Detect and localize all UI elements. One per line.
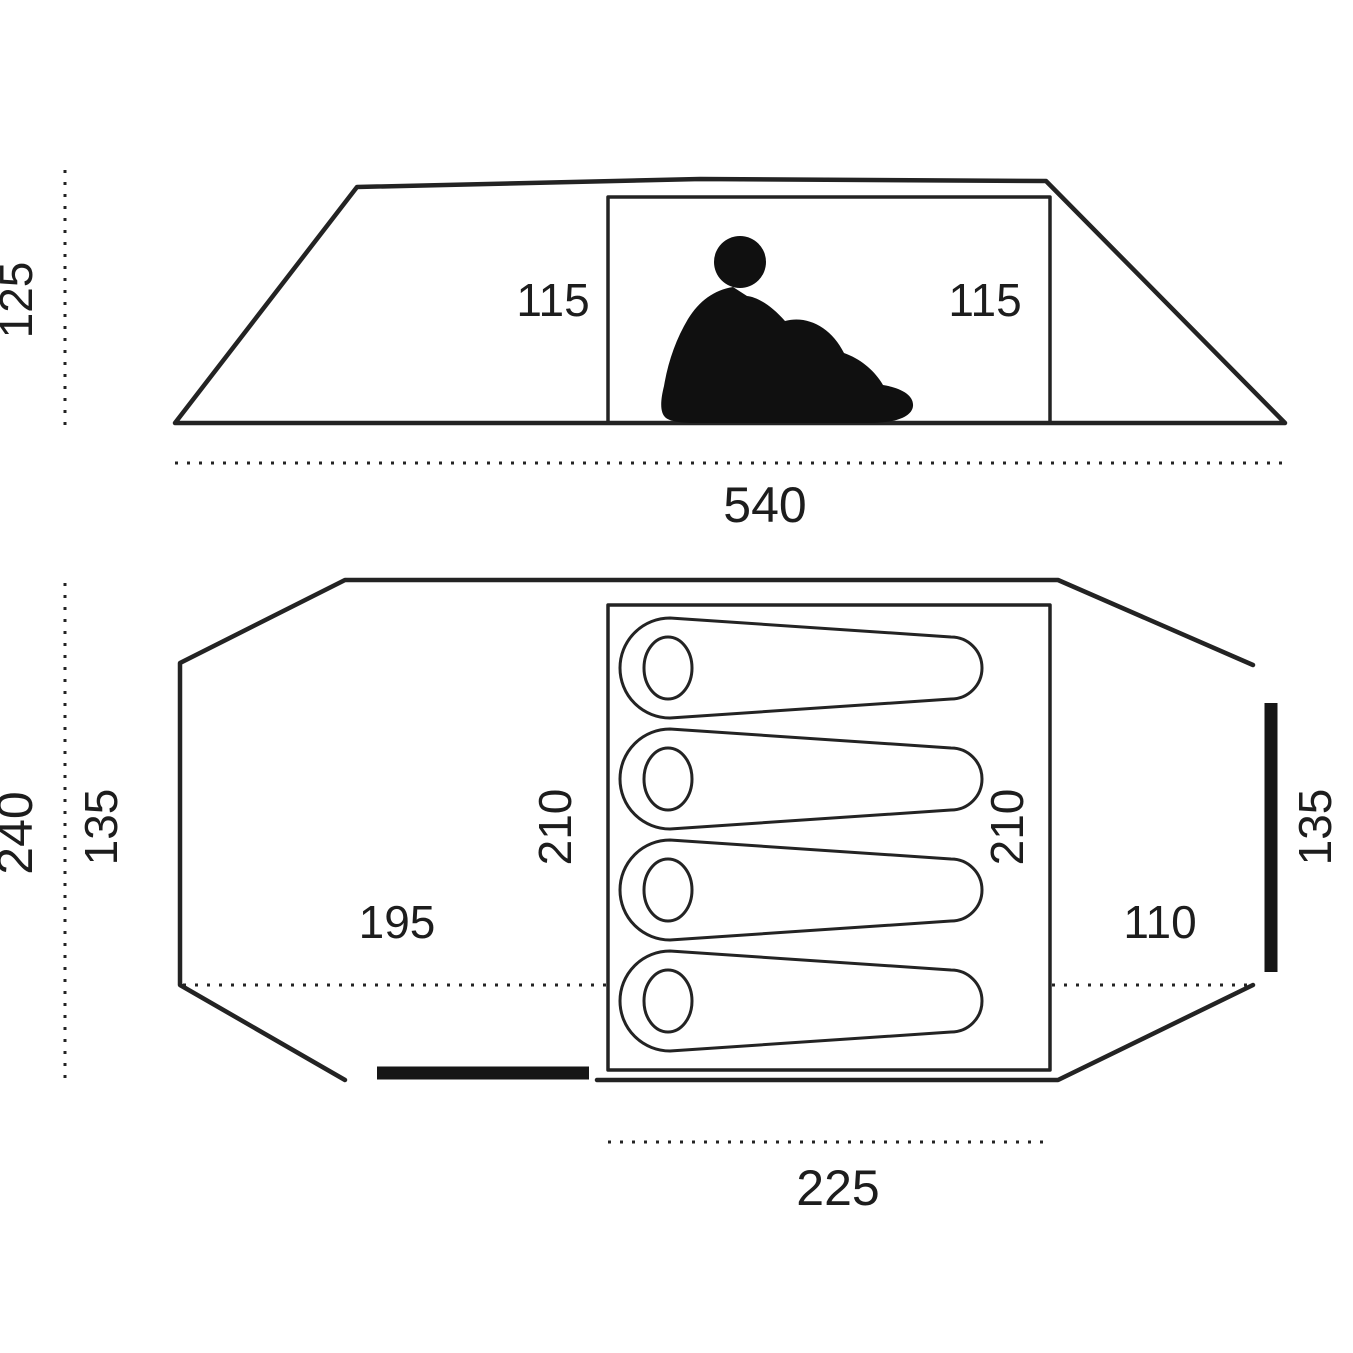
inner-width-right-label: 135 xyxy=(1289,789,1341,866)
sleeping-bag-hood xyxy=(642,635,694,701)
floor-plan: 240 135 135 210 210 195 110 225 xyxy=(0,577,1341,1216)
height-label: 125 xyxy=(0,262,42,339)
sleeping-bag-hood xyxy=(642,746,694,812)
tent-profile-outline xyxy=(172,176,1288,426)
person-silhouette xyxy=(661,236,914,423)
inner-tent-profile-outline xyxy=(606,195,1052,423)
inner-tent-floor-outline xyxy=(606,603,1052,1072)
length-label: 540 xyxy=(723,477,806,533)
sleeping-bag-hood xyxy=(642,968,694,1034)
inner-length-left-label: 210 xyxy=(529,789,581,866)
inner-height-right-label: 115 xyxy=(948,274,1021,326)
total-width-label: 240 xyxy=(0,791,43,874)
sleeping-bag xyxy=(618,949,984,1053)
person-head xyxy=(714,236,766,288)
sleeping-bags xyxy=(618,616,984,1053)
side-view: 125 540 115 115 xyxy=(0,170,1288,533)
person-body xyxy=(661,287,914,423)
inner-length-right-label: 210 xyxy=(981,789,1033,866)
footprint-outline-upper xyxy=(177,577,1256,1083)
sleeping-bag xyxy=(618,838,984,942)
vestibule-rear-label: 110 xyxy=(1123,896,1196,948)
inner-width-left-label: 135 xyxy=(75,789,127,866)
sleeping-bag-hood xyxy=(642,857,694,923)
footprint-outline-lower xyxy=(594,982,1256,1083)
inner-tent-length-label: 225 xyxy=(796,1160,879,1216)
sleeping-bag xyxy=(618,616,984,720)
inner-height-left-label: 115 xyxy=(516,274,589,326)
vestibule-front-label: 195 xyxy=(359,896,436,948)
sleeping-bag xyxy=(618,727,984,831)
